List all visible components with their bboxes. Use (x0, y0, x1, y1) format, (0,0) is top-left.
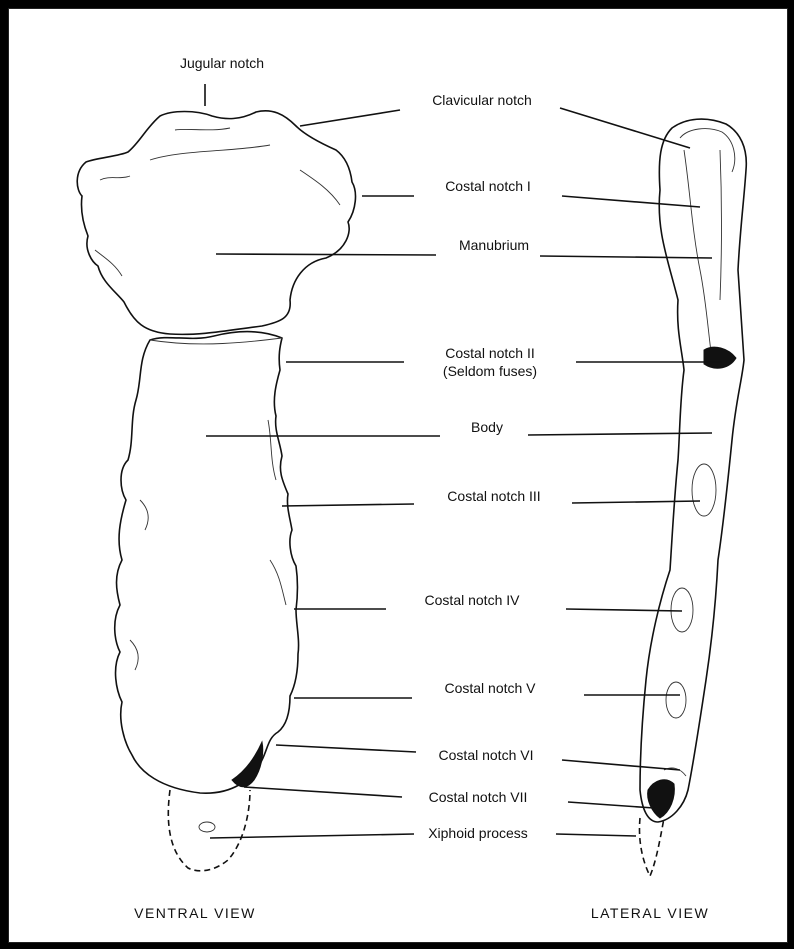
label-costal-notch-ii-note: (Seldom fuses) (443, 363, 537, 379)
label-costal-notch-ii: Costal notch II (445, 345, 535, 361)
lateral-sternum-drawing (639, 119, 746, 876)
label-costal-notch-iii: Costal notch III (447, 488, 540, 504)
ventral-body-outline (115, 332, 299, 793)
label-costal-notch-iv: Costal notch IV (425, 592, 521, 608)
caption-ventral-view: VENTRAL VIEW (134, 905, 256, 921)
caption-lateral-view: LATERAL VIEW (591, 905, 709, 921)
leader-costal-iii-ventral (282, 504, 414, 506)
label-costal-notch-vi: Costal notch VI (439, 747, 534, 763)
ventral-manubrium-outline (77, 111, 355, 335)
leader-clavicular-ventral (300, 110, 400, 126)
label-costal-notch-i: Costal notch I (445, 178, 531, 194)
ventral-xiphoid-outline (168, 790, 250, 871)
label-clavicular-notch: Clavicular notch (432, 92, 532, 108)
label-body: Body (471, 419, 503, 435)
label-xiphoid-process: Xiphoid process (428, 825, 528, 841)
ventral-sternum-drawing (77, 111, 355, 871)
label-jugular-notch: Jugular notch (180, 55, 264, 71)
label-manubrium: Manubrium (459, 237, 529, 253)
leader-xiphoid-lateral (556, 834, 636, 836)
leader-manubrium-ventral (216, 254, 436, 255)
label-costal-notch-vii: Costal notch VII (429, 789, 528, 805)
leader-costal-vi-ventral (276, 745, 416, 752)
label-costal-notch-v: Costal notch V (444, 680, 536, 696)
leader-costal-vii-lateral (568, 802, 654, 808)
lateral-xiphoid-outline (639, 818, 664, 876)
leader-costal-vii-ventral (244, 787, 402, 797)
leader-clavicular-lateral (560, 108, 690, 148)
leader-xiphoid-ventral (210, 834, 414, 838)
xiphoid-foramen (199, 822, 215, 832)
